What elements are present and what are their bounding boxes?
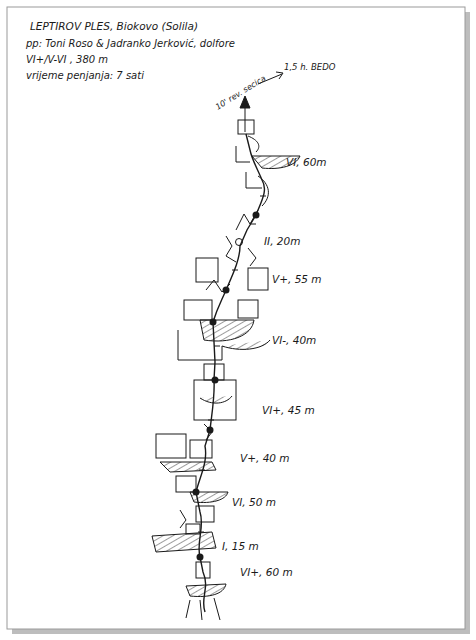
climbing-time: vrijeme penjanja: 7 sati [26,70,144,81]
pitch-grade: VI, 50 m [232,496,276,508]
pitch-grade: V+, 40 m [240,452,290,464]
topo-title: LEPTIROV PLES, Biokovo (Solila) [30,20,198,32]
route-grade: VI+/V-VI , 380 m [26,54,108,65]
pitch-grade: VI+, 60 m [240,566,293,578]
descent-note: 1,5 h. BEDO [284,62,335,72]
pitch-grade: I, 15 m [222,540,259,552]
pitch-grade: VI, 60m [286,156,327,168]
pitch-grade: VI+, 45 m [262,404,315,416]
pitch-grade: II, 20m [264,235,300,247]
pitch-grade: V+, 55 m [272,273,322,285]
first-ascent-note: pp: Toni Roso & Jadranko Jerković, dolfo… [26,38,235,49]
pitch-grade: VI-, 40m [272,334,316,346]
